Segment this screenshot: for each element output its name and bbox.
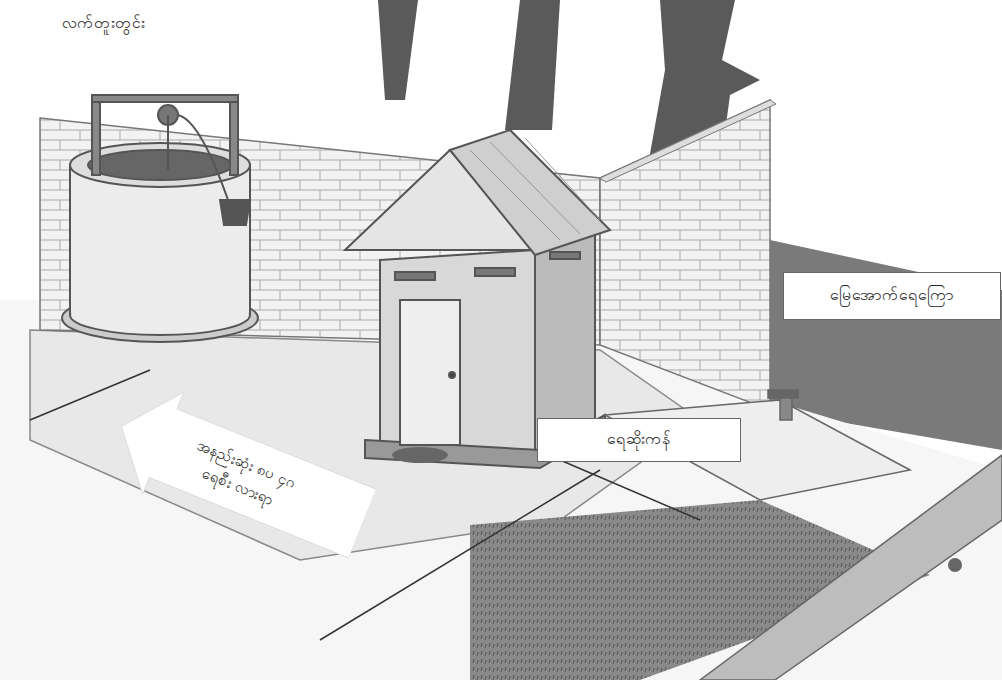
label-box: မြေအောက်ရေကြော: [783, 272, 1001, 320]
part-label: လက်တူးတွင်း: [62, 12, 145, 36]
label-box: ရေဆိုးကန်: [537, 418, 741, 462]
leader-line: [30, 370, 700, 640]
node-text: မြေအောက်ရေကြော: [830, 284, 954, 308]
node-text: ရေဆိုးကန်: [607, 428, 671, 452]
hand-dug-well: [62, 95, 258, 342]
drain-channel: [700, 455, 1002, 680]
brick-wall: [600, 100, 770, 410]
hand-pump: [605, 390, 910, 500]
